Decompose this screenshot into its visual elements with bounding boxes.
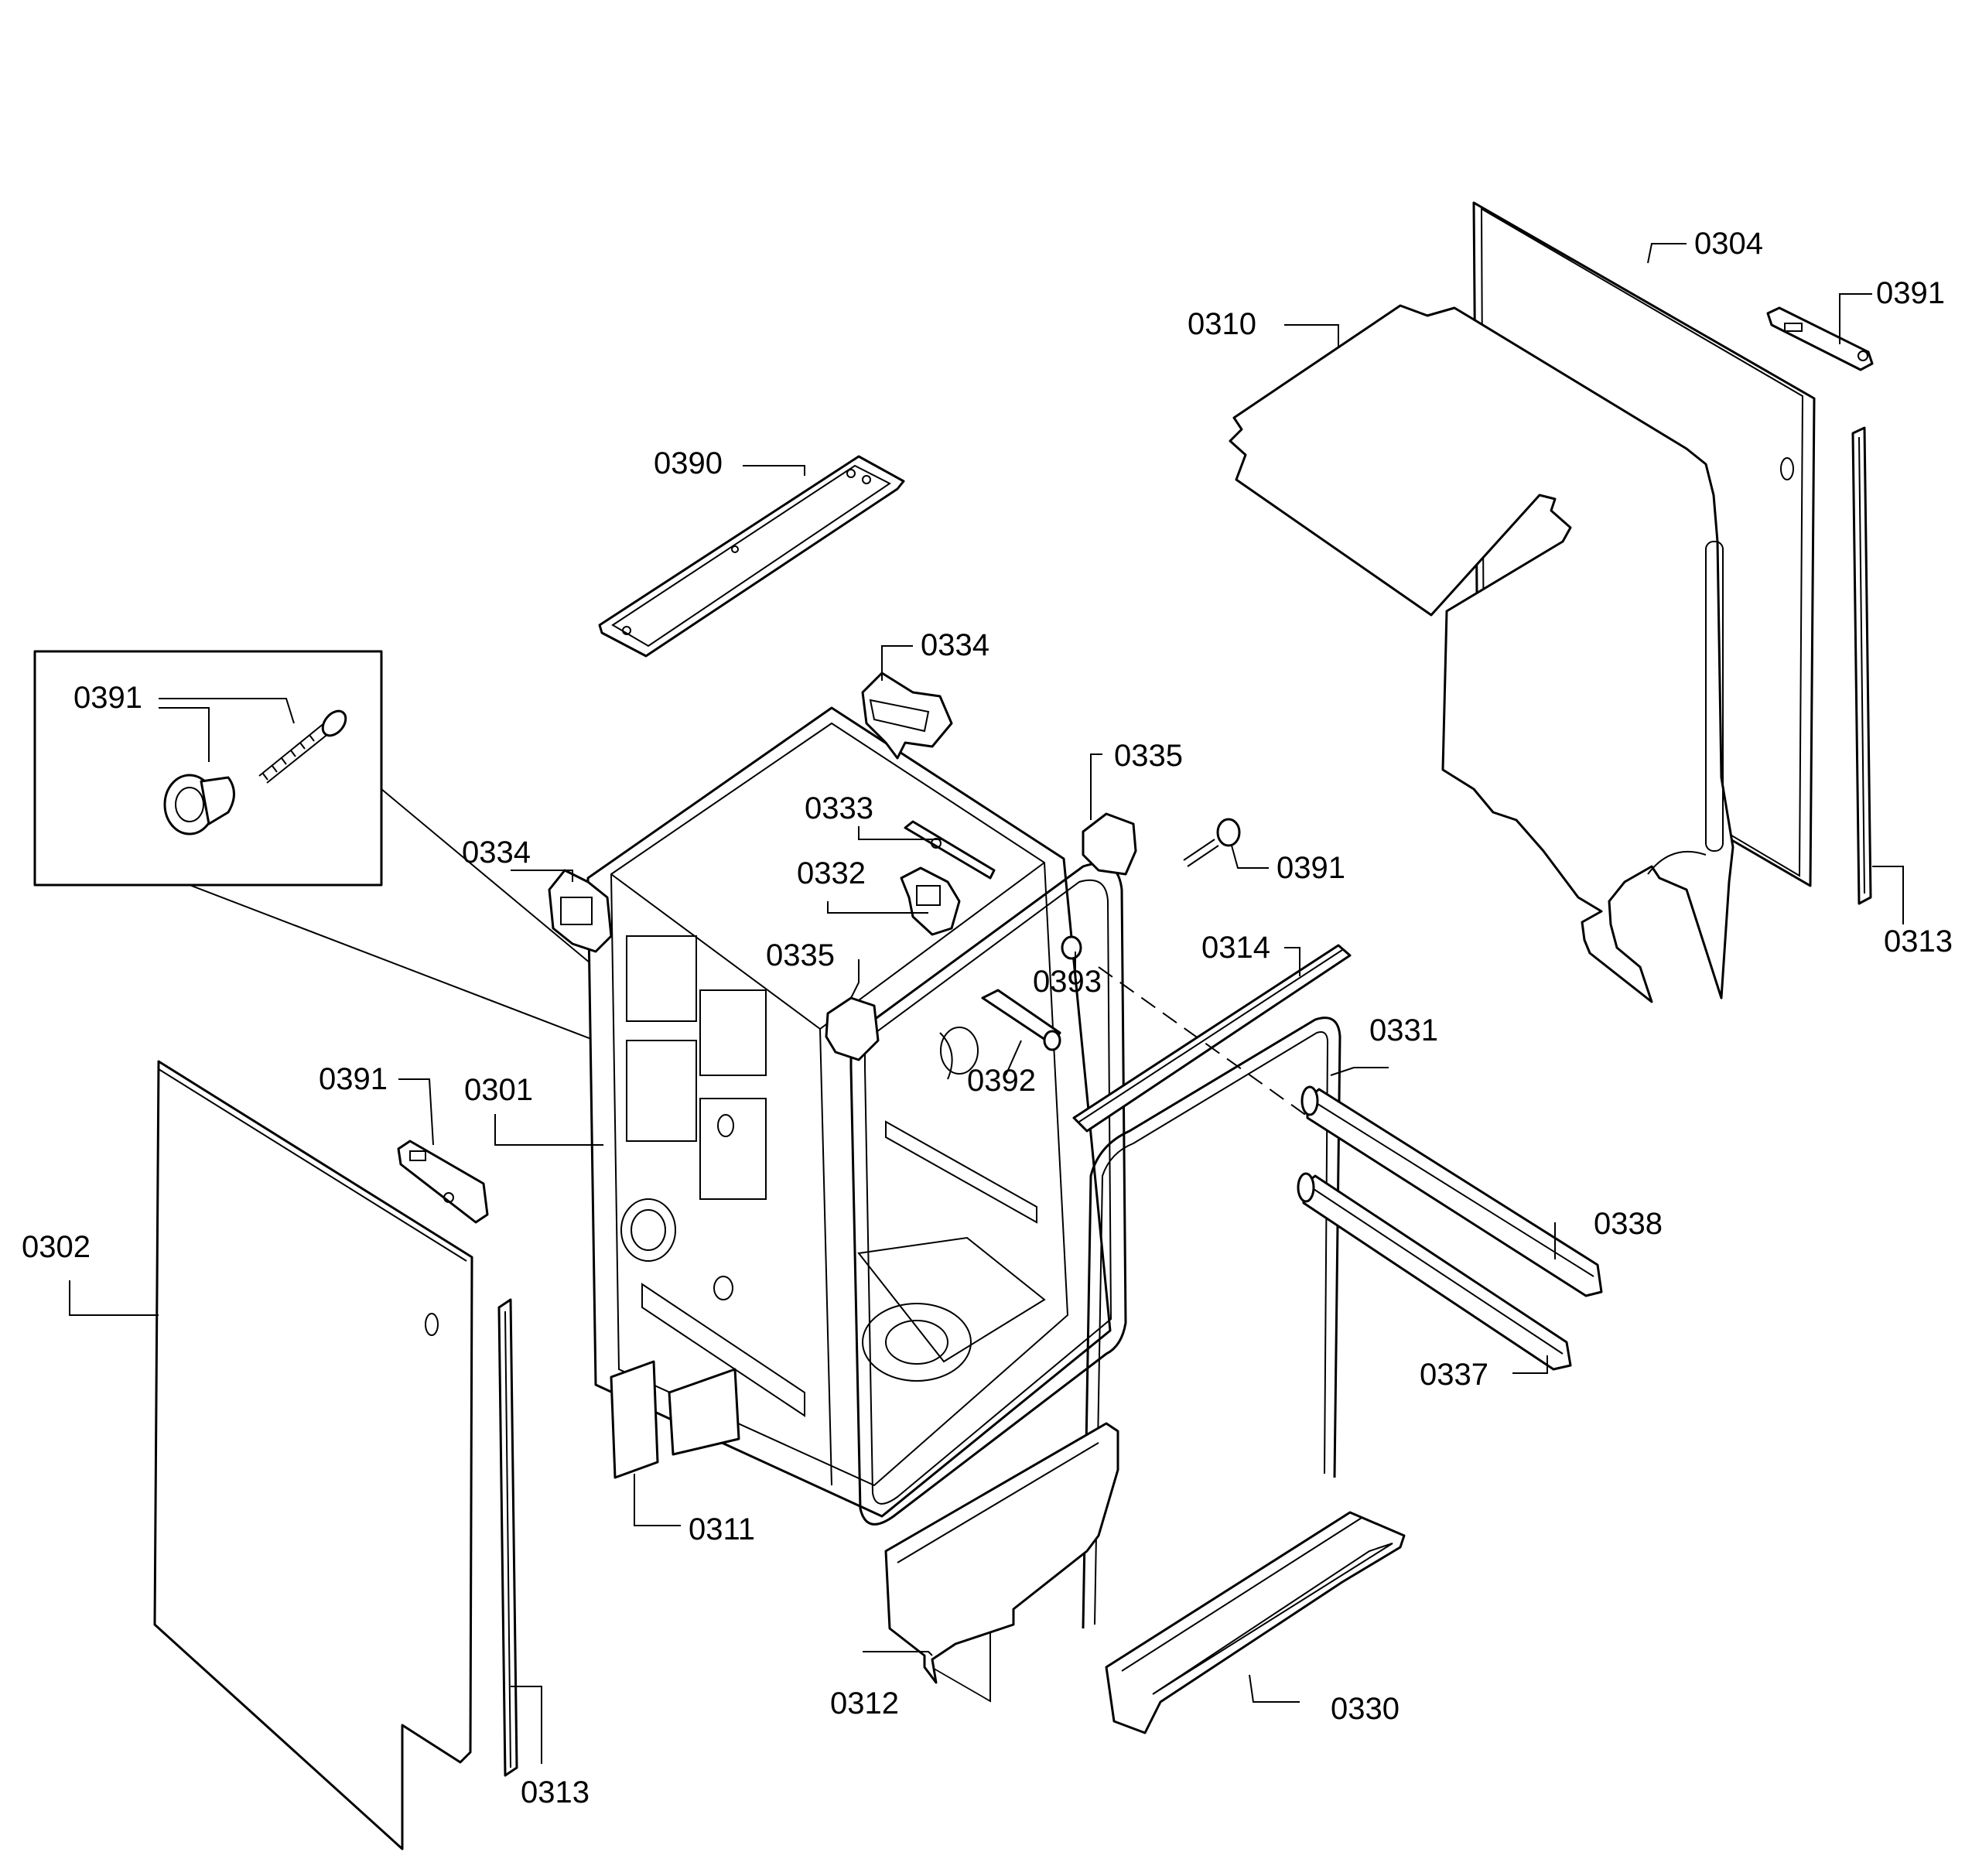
part-0333-latch-rod <box>904 820 996 880</box>
label-0331: 0331 <box>1369 1013 1438 1047</box>
callout-labels: 0304 0391 0310 0313 0390 0334 0391 0335 … <box>22 227 1953 1809</box>
label-0393: 0393 <box>1033 965 1102 999</box>
label-0332: 0332 <box>797 856 866 890</box>
detail-inset-box <box>33 650 763 1107</box>
part-0338-rail <box>1300 1085 1603 1297</box>
part-0391-adjustable-foot <box>163 709 347 835</box>
label-0392: 0392 <box>967 1064 1036 1098</box>
part-0332-latch-block <box>900 866 961 936</box>
label-0337: 0337 <box>1420 1358 1488 1392</box>
label-0313-right: 0313 <box>1884 924 1953 959</box>
label-0335-mid: 0335 <box>766 938 835 972</box>
part-0337-rail <box>1297 1172 1572 1371</box>
part-0335-hinge-top <box>1082 812 1137 876</box>
part-0330-kickplate <box>1105 1511 1406 1734</box>
label-0304: 0304 <box>1694 227 1763 261</box>
label-0338: 0338 <box>1594 1207 1663 1241</box>
label-0311: 0311 <box>689 1512 755 1546</box>
alignment-dashed-line <box>1098 966 1316 1123</box>
label-0390: 0390 <box>654 446 723 480</box>
leader-lines <box>69 243 1904 1764</box>
part-0391-bracket-left <box>397 1140 489 1224</box>
label-0314: 0314 <box>1201 931 1270 965</box>
part-0313-edge-strip-right <box>1851 426 1872 905</box>
label-0330: 0330 <box>1331 1692 1400 1726</box>
part-0311-base-block <box>610 1360 740 1479</box>
part-0335-hinge-mid <box>825 996 880 1061</box>
part-0310-insulation-mat <box>1229 304 1734 1003</box>
label-0391-top-right: 0391 <box>1876 276 1945 310</box>
label-0302: 0302 <box>22 1230 91 1264</box>
part-0392-hinge-arm <box>939 989 1061 1080</box>
label-0335-top: 0335 <box>1114 739 1183 773</box>
part-0312-base-insulation <box>884 1422 1119 1684</box>
label-0334-top: 0334 <box>921 628 989 662</box>
part-0390-top-rail <box>598 455 905 658</box>
label-0313-left: 0313 <box>521 1775 590 1809</box>
part-0391-foot-mid <box>1183 818 1241 867</box>
label-0333: 0333 <box>805 791 873 825</box>
part-0313-edge-strip-left <box>497 1298 518 1777</box>
label-0312: 0312 <box>830 1686 899 1721</box>
part-0391-bracket-top-right <box>1766 306 1874 371</box>
label-0391-inset: 0391 <box>73 681 142 715</box>
label-0301: 0301 <box>464 1073 533 1107</box>
part-0334-bracket-top <box>861 671 953 760</box>
label-0391-mid: 0391 <box>1277 851 1345 885</box>
part-0314-trim-strip <box>1072 944 1352 1133</box>
label-0391-left: 0391 <box>319 1062 388 1096</box>
part-0393-hinge-pin <box>1061 935 1082 960</box>
part-0331-door-seal <box>1082 1017 1341 1629</box>
label-0334-left: 0334 <box>462 835 531 870</box>
label-0310: 0310 <box>1188 307 1256 341</box>
part-0302-side-panel-left <box>153 1060 473 1850</box>
